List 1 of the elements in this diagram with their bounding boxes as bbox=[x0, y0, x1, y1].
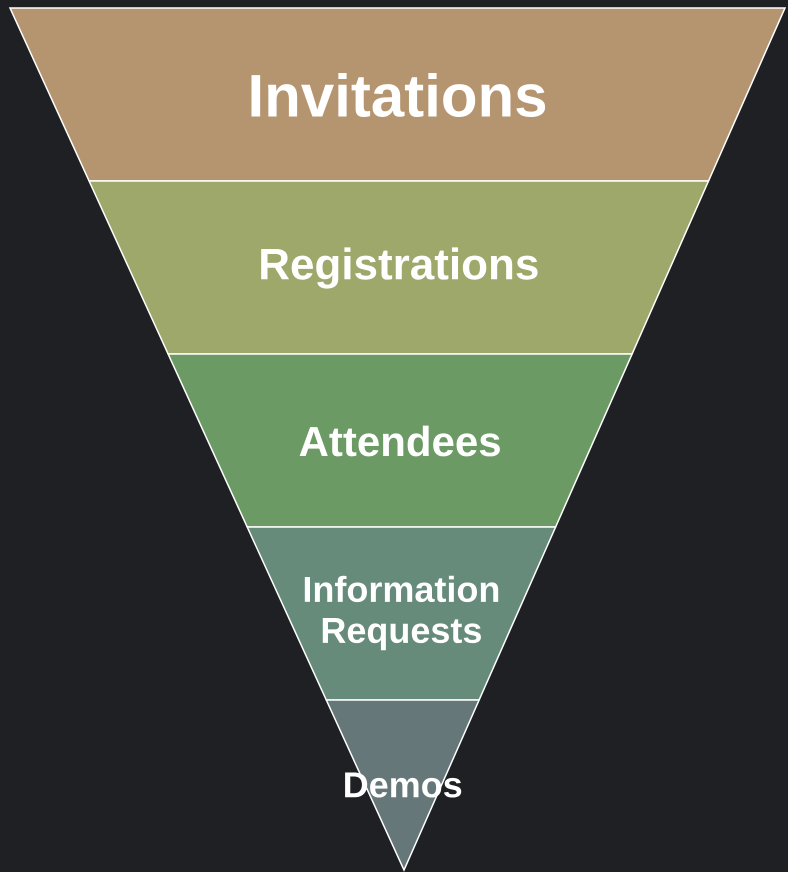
funnel-band: Information Requests bbox=[246, 526, 557, 701]
